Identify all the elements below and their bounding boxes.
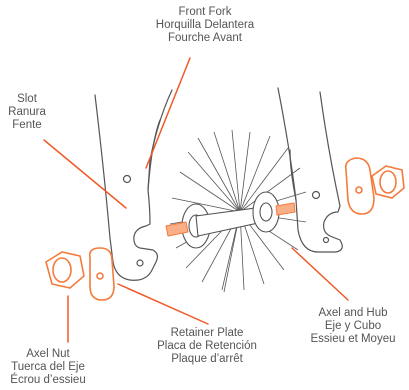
front-fork-label: Front Fork Horquilla Delantera Fourche A…: [135, 6, 275, 45]
left-axel-nut: [46, 252, 84, 288]
axel-and-hub-label: Axel and Hub Eje y Cubo Essieu et Moyeu: [300, 307, 406, 346]
callout-line-front-fork: [146, 58, 190, 168]
callout-line-slot: [44, 140, 126, 208]
left-retainer-plate: [90, 248, 114, 300]
front-fork-label-fr: Fourche Avant: [135, 32, 275, 45]
retainer-plate-label-fr: Plaque d’arrêt: [132, 353, 282, 366]
slot-label: Slot Ranura Fente: [2, 93, 52, 132]
callout-line-axel-and-hub: [292, 248, 348, 300]
right-axel-nut: [372, 166, 404, 198]
hub-body: [182, 192, 279, 248]
front-fork-label-en: Front Fork: [135, 6, 275, 19]
axel-and-hub-label-es: Eje y Cubo: [300, 320, 406, 333]
axel-nut-label: Axel Nut Tuerca del Eje Écrou d’essieu: [0, 348, 96, 387]
retainer-plate-label: Retainer Plate Placa de Retención Plaque…: [132, 327, 282, 366]
axel-nut-label-es: Tuerca del Eje: [0, 361, 96, 374]
axel-nut-label-en: Axel Nut: [0, 348, 96, 361]
axel-and-hub-label-en: Axel and Hub: [300, 307, 406, 320]
slot-label-en: Slot: [2, 93, 52, 106]
front-fork-label-es: Horquilla Delantera: [135, 19, 275, 32]
fork-right-leg: [278, 88, 342, 252]
slot-label-fr: Fente: [2, 119, 52, 132]
retainer-plate-label-en: Retainer Plate: [132, 327, 282, 340]
right-retainer-plate: [346, 158, 374, 214]
callout-lines: [44, 58, 348, 342]
retainer-plate-label-es: Placa de Retención: [132, 340, 282, 353]
axel-nut-label-fr: Écrou d’essieu: [0, 374, 96, 387]
slot-label-es: Ranura: [2, 106, 52, 119]
callout-line-retainer-plate: [118, 284, 208, 324]
axel-and-hub-label-fr: Essieu et Moyeu: [300, 333, 406, 346]
